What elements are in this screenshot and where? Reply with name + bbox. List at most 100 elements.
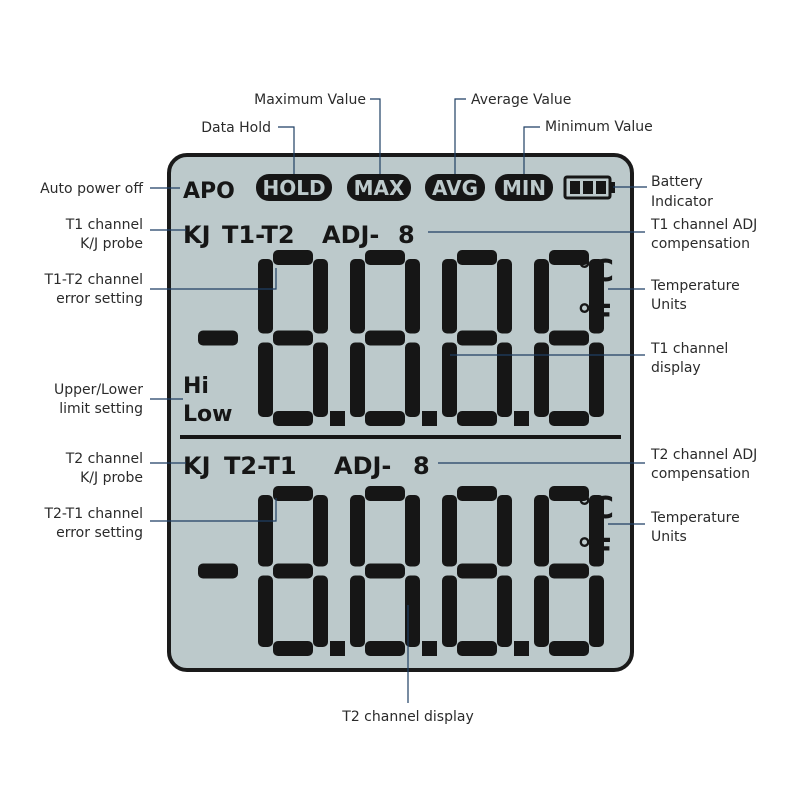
label-t1-adj-line2: compensation — [651, 236, 750, 252]
segment-d — [365, 641, 405, 656]
segment-d — [457, 641, 497, 656]
label-t2t1-error-line1: T2-T1 channel — [43, 506, 143, 522]
seven-segment-digit — [442, 250, 512, 426]
label-average-value: Average Value — [471, 92, 571, 108]
decimal-point — [422, 641, 437, 656]
label-t1-adj-line1: T1 channel ADJ — [650, 217, 757, 233]
segment-d — [549, 641, 589, 656]
label-temp-units-1-line1: Temperature — [650, 278, 740, 294]
leader-lines — [150, 98, 647, 703]
segment-a — [365, 250, 405, 265]
label-t1t2-error-line2: error setting — [56, 291, 143, 307]
t1-channel-display — [198, 250, 604, 426]
label-temp-units-1-line2: Units — [651, 297, 687, 313]
decimal-point — [514, 411, 529, 426]
label-battery-line2: Indicator — [651, 194, 713, 210]
segment-c — [313, 342, 328, 417]
t1-adj-digit: 8 — [398, 221, 415, 249]
segment-b — [405, 259, 420, 334]
t2-adj-digit: 8 — [413, 452, 430, 480]
low-indicator: Low — [183, 402, 232, 427]
label-limit-line1: Upper/Lower — [54, 382, 143, 398]
label-t1-probe-line2: K/J probe — [80, 236, 143, 252]
seven-segment-digit — [442, 486, 512, 656]
segment-c — [313, 575, 328, 647]
segment-g — [457, 563, 497, 579]
segment-c — [405, 575, 420, 647]
label-t2t1-error-line2: error setting — [56, 525, 143, 541]
minus-sign — [198, 330, 238, 346]
segment-f — [534, 259, 549, 334]
segment-e — [258, 575, 273, 647]
min-badge — [495, 174, 553, 201]
segment-b — [313, 495, 328, 567]
label-t2-adj-line2: compensation — [651, 466, 750, 482]
label-temp-units-2-line1: Temperature — [650, 510, 740, 526]
label-maximum-value: Maximum Value — [254, 92, 366, 108]
segment-d — [549, 411, 589, 426]
seven-segment-digit — [534, 486, 604, 656]
seven-segment-digit — [534, 250, 604, 426]
segment-g — [549, 330, 589, 346]
hold-indicator: HOLD — [262, 176, 325, 200]
leader-t1t2-error — [150, 268, 277, 290]
segment-a — [365, 486, 405, 501]
segment-c — [589, 342, 604, 417]
segment-e — [534, 575, 549, 647]
segment-f — [350, 495, 365, 567]
avg-badge — [425, 174, 485, 201]
avg-indicator: AVG — [432, 176, 478, 200]
decimal-point — [330, 411, 345, 426]
leader-data-hold — [278, 126, 295, 174]
leader-maximum-value — [370, 98, 381, 174]
battery-icon — [563, 175, 615, 200]
label-t2-adj-line1: T2 channel ADJ — [650, 447, 757, 463]
label-auto-power-off: Auto power off — [40, 181, 143, 197]
label-minimum-value: Minimum Value — [545, 119, 653, 135]
label-data-hold: Data Hold — [201, 120, 271, 136]
segment-d — [365, 411, 405, 426]
segment-b — [589, 495, 604, 567]
segment-g — [549, 563, 589, 579]
segment-a — [273, 250, 313, 265]
label-limit-line2: limit setting — [59, 401, 143, 417]
t1-adj-indicator: ADJ- — [322, 221, 379, 249]
segment-f — [258, 495, 273, 567]
segment-c — [405, 342, 420, 417]
segment-e — [442, 342, 457, 417]
decimal-point — [422, 411, 437, 426]
leader-average-value — [454, 98, 466, 174]
segment-a — [457, 250, 497, 265]
label-t2-probe-line1: T2 channel — [65, 451, 143, 467]
apo-indicator: APO — [183, 179, 235, 204]
seven-segment-digit — [350, 486, 420, 656]
seven-segment-digit — [350, 250, 420, 426]
t2-adj-indicator: ADJ- — [334, 452, 391, 480]
label-t2-display: T2 channel display — [341, 709, 473, 725]
segment-b — [497, 259, 512, 334]
segment-b — [497, 495, 512, 567]
segment-b — [405, 495, 420, 567]
label-t1-display-line1: T1 channel — [650, 341, 728, 357]
max-badge — [347, 174, 411, 201]
segment-g — [365, 330, 405, 346]
segment-f — [258, 259, 273, 334]
segment-e — [534, 342, 549, 417]
segment-g — [273, 563, 313, 579]
max-indicator: MAX — [354, 176, 405, 200]
t2-t1-indicator: T2-T1 — [224, 452, 297, 480]
segment-d — [273, 641, 313, 656]
min-indicator: MIN — [502, 176, 546, 200]
segment-a — [273, 486, 313, 501]
segment-e — [258, 342, 273, 417]
label-t2-probe-line2: K/J probe — [80, 470, 143, 486]
t1-t2-indicator: T1-T2 — [222, 221, 295, 249]
seven-segment-digit — [258, 250, 328, 426]
segment-a — [549, 250, 589, 265]
segment-b — [313, 259, 328, 334]
decimal-point — [514, 641, 529, 656]
segment-g — [365, 563, 405, 579]
segment-f — [442, 259, 457, 334]
segment-a — [457, 486, 497, 501]
